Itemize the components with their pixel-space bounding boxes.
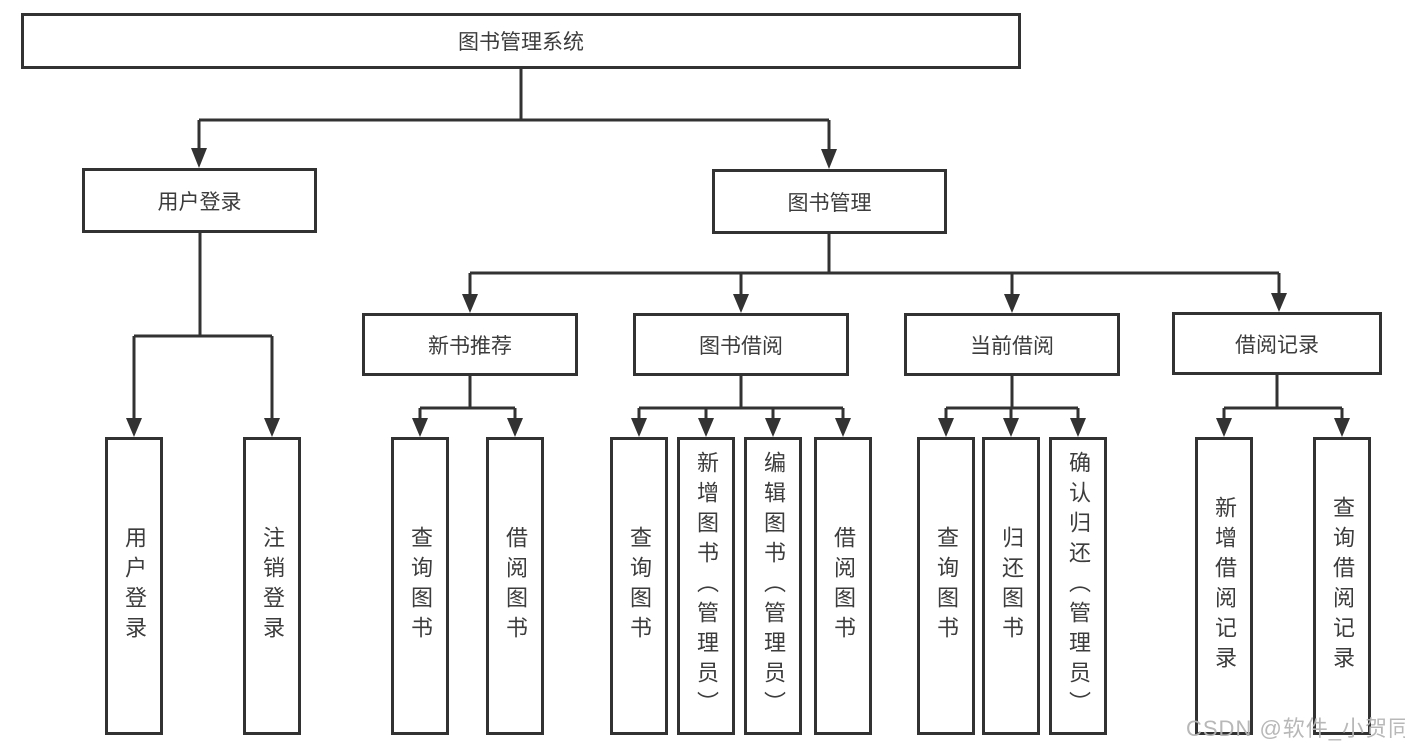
node-root-library-system: 图书管理系统 xyxy=(21,13,1021,69)
leaf-borrow-edit-books-admin-label: 编辑图书（管理员） xyxy=(761,451,786,721)
leaf-borrow-query-books-label: 查询图书 xyxy=(627,526,652,646)
leaf-newrec-borrow-books: 借阅图书 xyxy=(486,437,544,735)
leaf-current-query-books-label: 查询图书 xyxy=(934,526,959,646)
leaf-borrow-add-books-admin-label: 新增图书（管理员） xyxy=(694,451,719,721)
leaf-newrec-query-books-label: 查询图书 xyxy=(408,526,433,646)
leaf-newrec-borrow-books-label: 借阅图书 xyxy=(503,526,528,646)
leaf-borrow-add-books-admin: 新增图书（管理员） xyxy=(677,437,735,735)
leaf-records-query-record-label: 查询借阅记录 xyxy=(1330,496,1355,676)
leaf-borrow-edit-books-admin: 编辑图书（管理员） xyxy=(744,437,802,735)
watermark-text: CSDN @软件_小贺同学 xyxy=(1186,716,1405,741)
leaf-logout-label: 注销登录 xyxy=(260,526,285,646)
node-borrowing-records: 借阅记录 xyxy=(1172,312,1382,375)
leaf-current-confirm-return-admin: 确认归还（管理员） xyxy=(1049,437,1107,735)
leaf-user-login-label: 用户登录 xyxy=(122,526,147,646)
arrowheads xyxy=(126,148,1350,437)
leaf-current-return-books: 归还图书 xyxy=(982,437,1040,735)
leaf-logout: 注销登录 xyxy=(243,437,301,735)
leaf-borrow-query-books: 查询图书 xyxy=(610,437,668,735)
leaf-current-return-books-label: 归还图书 xyxy=(999,526,1024,646)
leaf-user-login: 用户登录 xyxy=(105,437,163,735)
node-book-borrowing: 图书借阅 xyxy=(633,313,849,376)
leaf-current-query-books: 查询图书 xyxy=(917,437,975,735)
node-new-book-recommend: 新书推荐 xyxy=(362,313,578,376)
node-book-management: 图书管理 xyxy=(712,169,947,234)
leaf-current-confirm-return-admin-label: 确认归还（管理员） xyxy=(1066,451,1091,721)
leaf-newrec-query-books: 查询图书 xyxy=(391,437,449,735)
leaf-borrow-borrow-books: 借阅图书 xyxy=(814,437,872,735)
node-current-borrowing: 当前借阅 xyxy=(904,313,1120,376)
leaf-records-add-record-label: 新增借阅记录 xyxy=(1212,496,1237,676)
leaf-records-add-record: 新增借阅记录 xyxy=(1195,437,1253,735)
node-user-login: 用户登录 xyxy=(82,168,317,233)
leaf-records-query-record: 查询借阅记录 xyxy=(1313,437,1371,735)
leaf-borrow-borrow-books-label: 借阅图书 xyxy=(831,526,856,646)
